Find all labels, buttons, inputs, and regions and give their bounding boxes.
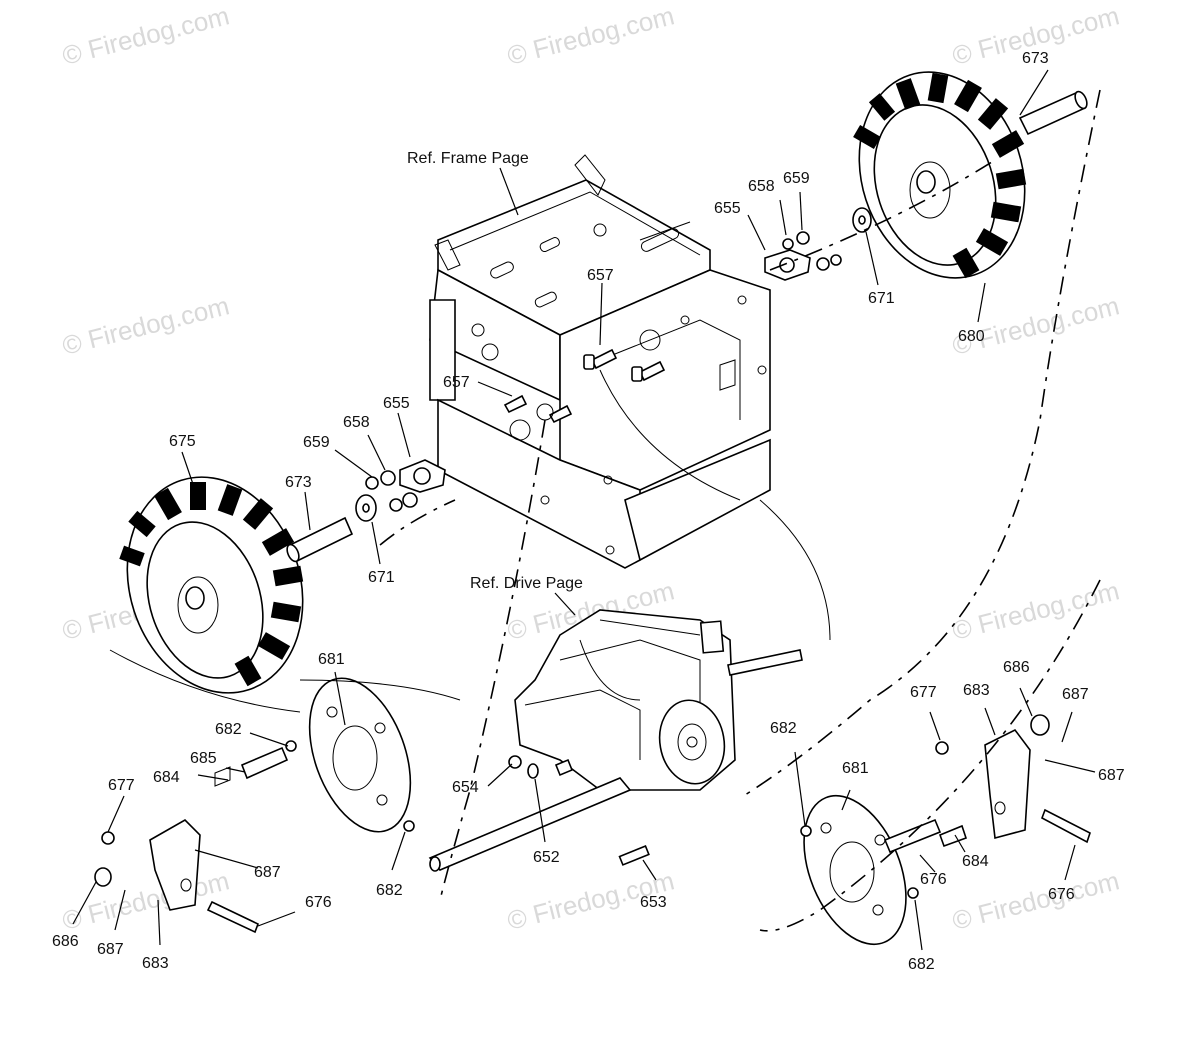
callout-658: 658 — [343, 414, 370, 431]
ref-frame-page: Ref. Frame Page — [407, 150, 529, 167]
callout-687: 687 — [97, 941, 124, 958]
callout-659: 659 — [783, 170, 810, 187]
callout-677: 677 — [910, 684, 937, 701]
callout-686: 686 — [52, 933, 79, 950]
callout-673: 673 — [1022, 50, 1049, 67]
callout-673: 673 — [285, 474, 312, 491]
callout-685: 685 — [190, 750, 217, 767]
callout-687: 687 — [1062, 686, 1089, 703]
callout-687: 687 — [254, 864, 281, 881]
left-wheel-675 — [119, 476, 304, 694]
watermark: © Firedog.com — [59, 0, 232, 70]
watermark: © Firedog.com — [504, 0, 677, 70]
phantom-lines — [109, 89, 1101, 932]
callout-684: 684 — [962, 853, 989, 870]
frame-assembly — [429, 154, 771, 569]
callout-657: 657 — [443, 374, 470, 391]
reference-labels: Ref. Frame Page Ref. Drive Page — [407, 150, 583, 616]
callout-653: 653 — [640, 894, 667, 911]
callout-680: 680 — [958, 328, 985, 345]
callout-676: 676 — [1048, 886, 1075, 903]
watermark: © Firedog.com — [59, 290, 232, 360]
right-wheel-680 — [853, 71, 1027, 279]
callout-labels: 673 658 659 655 657 671 680 657 655 658 … — [52, 50, 1125, 973]
left-hub-assembly — [94, 677, 415, 934]
callout-671: 671 — [868, 290, 895, 307]
transmission-drive — [428, 609, 803, 872]
callout-681: 681 — [318, 651, 345, 668]
callout-682: 682 — [376, 882, 403, 899]
callout-682: 682 — [215, 721, 242, 738]
leader-lines — [72, 69, 1096, 951]
callout-671: 671 — [368, 569, 395, 586]
callout-683: 683 — [142, 955, 169, 972]
callout-684: 684 — [153, 769, 180, 786]
right-hub-assembly — [800, 714, 1091, 946]
watermark: © Firedog.com — [949, 865, 1122, 935]
callout-654: 654 — [452, 779, 479, 796]
callout-676: 676 — [920, 871, 947, 888]
callout-682: 682 — [770, 720, 797, 737]
upper-bearing-hardware — [583, 207, 872, 382]
callout-652: 652 — [533, 849, 560, 866]
callout-687: 687 — [1098, 767, 1125, 784]
callout-681: 681 — [842, 760, 869, 777]
lower-bearing-hardware — [355, 394, 573, 522]
callout-682: 682 — [908, 956, 935, 973]
callout-658: 658 — [748, 178, 775, 195]
callout-657: 657 — [587, 267, 614, 284]
callout-686: 686 — [1003, 659, 1030, 676]
ref-drive-page: Ref. Drive Page — [470, 575, 583, 592]
callout-655: 655 — [714, 200, 741, 217]
callout-675: 675 — [169, 433, 196, 450]
axle-spacers — [286, 90, 1088, 563]
callout-683: 683 — [963, 682, 990, 699]
callout-676: 676 — [305, 894, 332, 911]
callout-659: 659 — [303, 434, 330, 451]
callout-677: 677 — [108, 777, 135, 794]
watermark: © Firedog.com — [949, 290, 1122, 360]
callout-655: 655 — [383, 395, 410, 412]
